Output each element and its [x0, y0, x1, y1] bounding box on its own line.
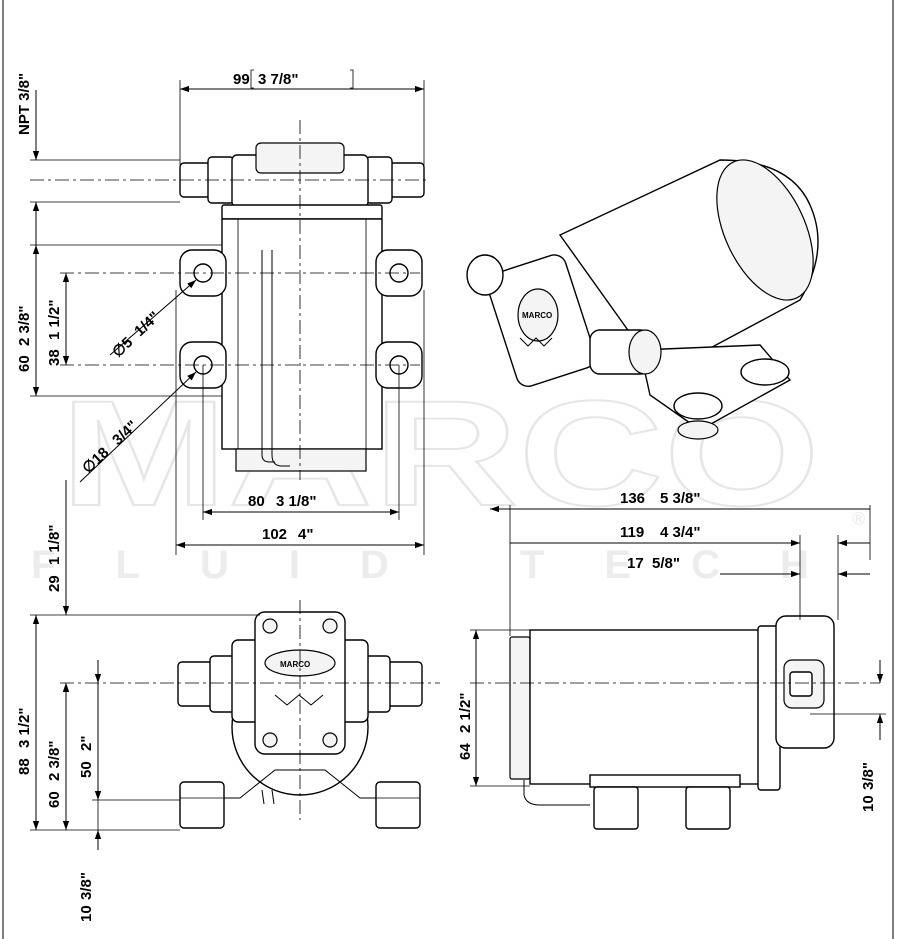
dim-f10-in: 3/8" — [78, 872, 95, 900]
dim-136-in: 5 3/8" — [660, 490, 700, 507]
motor-body-side — [529, 629, 765, 785]
front-view: MARCO 29 1 1/8" 88 3 1/2" 60 2 3/8" 50 2… — [16, 480, 440, 922]
dim-99-in: 3 7/8" — [258, 71, 298, 88]
front-logo: MARCO — [280, 660, 310, 669]
side-view: 136 5 3/8" 119 4 3/4" 17 5/8" 64 2 1/2" … — [457, 490, 886, 830]
dim-f60-in: 2 3/8" — [46, 741, 63, 781]
dim-99-mm: 99 — [233, 71, 250, 88]
dim-38-mm: 38 — [46, 349, 63, 366]
dim-s10-in: 3/8" — [860, 762, 877, 790]
dim-npt: NPT 3/8" — [16, 73, 33, 135]
top-view: 99 3 7/8" NPT 3/8" 60 2 3/8" 38 1 1/2" ∅… — [16, 69, 430, 555]
dim-60-in: 2 3/8" — [16, 306, 33, 346]
dim-s10-mm: 10 — [860, 795, 877, 812]
dim-136-mm: 136 — [620, 490, 645, 507]
dim-17-mm: 17 — [627, 555, 644, 572]
dim-29-in: 1 1/8" — [46, 525, 63, 565]
dim-60-mm: 60 — [16, 355, 33, 372]
end-cap-top — [235, 448, 367, 472]
end-cap-side — [509, 636, 531, 780]
dim-102-in: 4" — [298, 526, 313, 543]
dim-38-in: 1 1/2" — [46, 300, 63, 340]
dim-50-in: 2" — [78, 736, 95, 751]
isometric-view: MARCO — [466, 159, 819, 440]
dim-119-in: 4 3/4" — [660, 524, 700, 541]
dim-80-mm: 80 — [248, 493, 265, 510]
iso-logo: MARCO — [522, 311, 552, 320]
dim-80-in: 3 1/8" — [276, 493, 316, 510]
dim-64-mm: 64 — [457, 743, 474, 760]
dim-102-mm: 102 — [262, 526, 287, 543]
watermark-sub: FLUID TECH — [31, 543, 869, 587]
motor-body-top — [221, 218, 383, 450]
dim-119-mm: 119 — [620, 524, 644, 541]
dim-50-mm: 50 — [78, 761, 95, 778]
dim-hole-mm: ∅5 — [109, 334, 136, 361]
dim-88-mm: 88 — [16, 758, 33, 775]
dim-88-in: 3 1/2" — [16, 708, 33, 748]
dim-64-in: 2 1/2" — [457, 693, 474, 733]
dim-f60-mm: 60 — [46, 791, 63, 808]
watermark-reg: ® — [852, 509, 865, 529]
head-flange — [221, 204, 383, 220]
dim-17-in: 5/8" — [652, 555, 680, 572]
dim-29-mm: 29 — [46, 575, 63, 592]
dim-f10-mm: 10 — [78, 905, 95, 922]
